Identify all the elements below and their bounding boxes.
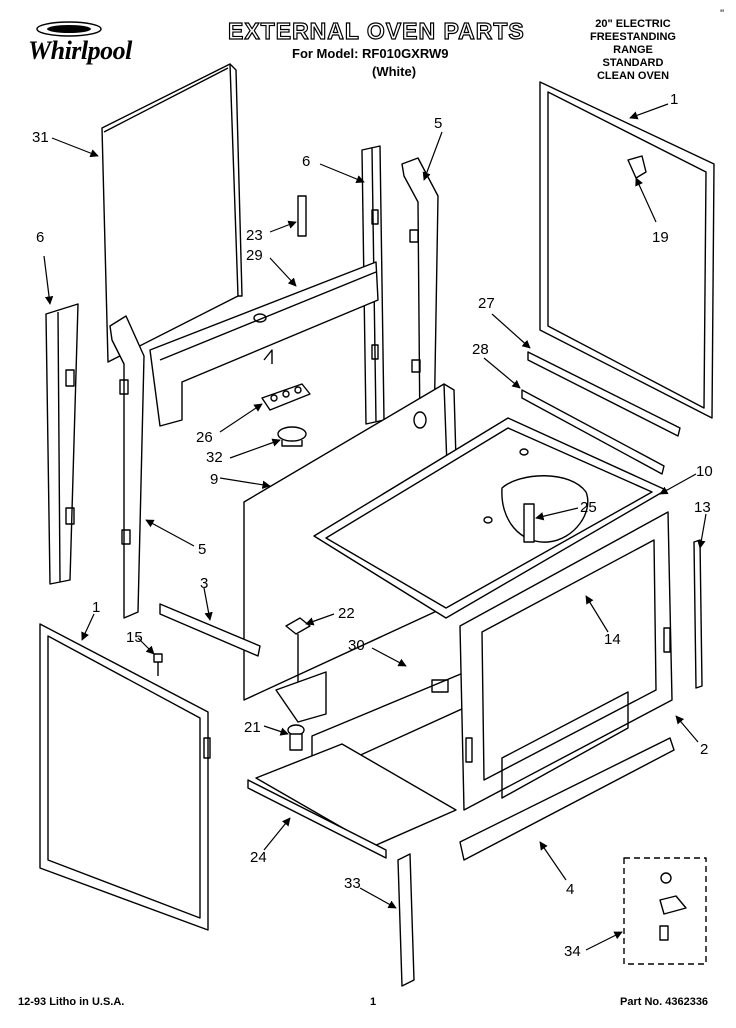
part-door-frame-upper <box>539 81 715 419</box>
footer-part-number: Part No. 4362336 <box>620 996 709 1008</box>
part-rail-27 <box>527 351 681 437</box>
callout-1-lower: 1 <box>92 599 100 616</box>
callout-27: 27 <box>478 295 495 312</box>
page-title: EXTERNAL OVEN PARTS <box>227 17 525 44</box>
product-line-1: 20" ELECTRIC <box>595 18 671 30</box>
part-terminal-block <box>261 383 311 411</box>
part-side-rail-lower <box>109 315 145 619</box>
callout-9: 9 <box>210 471 218 488</box>
part-front-frame <box>459 511 673 811</box>
callout-34: 34 <box>564 943 581 960</box>
whirlpool-oval-emblem-icon <box>36 21 102 37</box>
part-rear-cross-panel <box>149 261 379 427</box>
part-base-24 <box>247 743 457 859</box>
footer-litho: 12-93 Litho in U.S.A. <box>18 996 125 1008</box>
product-line-4: STANDARD <box>602 57 664 69</box>
callout-labels: 1 19 5 6 31 23 29 6 27 28 26 32 9 10 25 … <box>32 91 713 960</box>
callout-19: 19 <box>652 229 669 246</box>
part-base-rail-3 <box>159 603 261 657</box>
part-toe-kick <box>459 737 675 861</box>
corner-mark: " <box>720 8 724 20</box>
part-leveler-21 <box>287 724 305 751</box>
callout-24: 24 <box>250 849 267 866</box>
color-line: (White) <box>372 64 417 79</box>
callout-15: 15 <box>126 629 143 646</box>
part-bracket-33 <box>397 853 415 987</box>
product-line-5: CLEAN OVEN <box>596 70 670 82</box>
callout-25: 25 <box>580 499 597 516</box>
part-rear-panel <box>101 63 243 363</box>
callout-14: 14 <box>604 631 621 648</box>
part-bracket-23 <box>297 195 307 237</box>
product-description: 20" ELECTRIC FREESTANDING RANGE STANDARD… <box>568 18 698 83</box>
model-line: For Model: RF010GXRW9 <box>292 46 449 61</box>
part-side-frame-left <box>45 303 79 585</box>
callout-33: 33 <box>344 875 361 892</box>
callout-13: 13 <box>694 499 711 516</box>
callout-30: 30 <box>348 637 365 654</box>
part-thermostat <box>277 426 307 447</box>
callout-10: 10 <box>696 463 713 480</box>
callout-2: 2 <box>700 741 708 758</box>
part-rail-28 <box>521 389 665 475</box>
callout-6-left: 6 <box>36 229 44 246</box>
logo-text: Whirlpool <box>28 36 132 65</box>
part-bake-element-terminal <box>275 617 327 723</box>
part-door-frame-lower <box>39 623 211 931</box>
callout-leaders <box>43 103 707 951</box>
callout-29: 29 <box>246 247 263 264</box>
callout-21: 21 <box>244 719 261 736</box>
part-trim-13 <box>693 539 703 689</box>
part-hardware-kit <box>623 857 707 965</box>
callout-31: 31 <box>32 129 49 146</box>
callout-5-lower: 5 <box>198 541 206 558</box>
product-line-3: RANGE <box>613 44 653 56</box>
callout-26: 26 <box>196 429 213 446</box>
callout-4: 4 <box>566 881 574 898</box>
callout-6-upper: 6 <box>302 153 310 170</box>
product-line-2: FREESTANDING <box>590 31 676 43</box>
callout-32: 32 <box>206 449 223 466</box>
callout-28: 28 <box>472 341 489 358</box>
callout-1-upper: 1 <box>670 91 678 108</box>
footer-page-number: 1 <box>370 996 377 1008</box>
callout-5-upper: 5 <box>434 115 442 132</box>
callout-23: 23 <box>246 227 263 244</box>
callout-3: 3 <box>200 575 208 592</box>
part-screw-15 <box>153 653 163 676</box>
callout-22: 22 <box>338 605 355 622</box>
